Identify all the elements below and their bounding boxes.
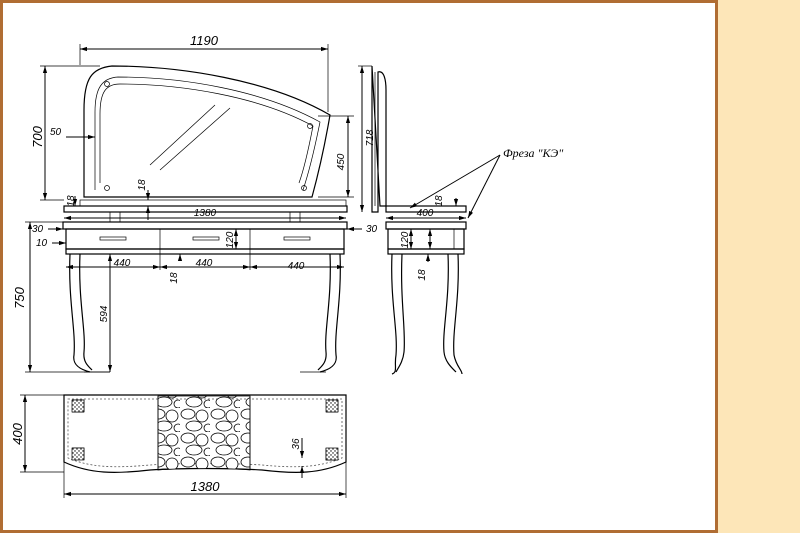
dimension-lines bbox=[20, 44, 501, 498]
dim-plan-inset: 36 bbox=[291, 438, 302, 450]
dim-side-mirror-height: 718 bbox=[365, 129, 376, 146]
dim-overall-width: 1190 bbox=[190, 33, 219, 48]
dim-drawer-offset: 10 bbox=[36, 238, 48, 249]
dim-top-offset-left: 30 bbox=[32, 224, 44, 235]
side-view bbox=[371, 65, 467, 375]
dimension-labels: 1190 700 50 450 18 18 1380 30 10 30 120 … bbox=[10, 33, 564, 494]
dim-drawer-width-3: 440 bbox=[288, 261, 305, 272]
dim-shelf-gap: 18 bbox=[137, 179, 148, 191]
dim-plan-depth: 400 bbox=[10, 422, 25, 444]
dim-drawer-height: 120 bbox=[225, 231, 236, 248]
dim-drawer-width-2: 440 bbox=[196, 258, 213, 269]
dim-plan-width: 1380 bbox=[191, 479, 221, 494]
dim-mirror-border: 50 bbox=[50, 127, 62, 138]
dim-mirror-height: 700 bbox=[30, 125, 45, 147]
stone-inlay bbox=[157, 395, 251, 471]
dim-side-drawer-height: 120 bbox=[400, 231, 411, 248]
dim-table-width: 1380 bbox=[194, 208, 217, 219]
dim-leg-height: 594 bbox=[99, 305, 110, 322]
dim-total-height: 750 bbox=[12, 286, 27, 308]
dim-drawer-width-1: 440 bbox=[114, 258, 131, 269]
dim-side-rail-thickness: 18 bbox=[417, 269, 428, 281]
plan-view bbox=[63, 394, 347, 473]
dim-depth: 400 bbox=[417, 208, 434, 219]
dim-rail-thickness: 18 bbox=[169, 272, 180, 284]
table-front-view bbox=[62, 221, 348, 373]
dim-side-shelf-thickness: 18 bbox=[434, 195, 445, 207]
router-note: Фреза "КЭ" bbox=[503, 146, 564, 160]
mirror-front-view bbox=[63, 65, 348, 223]
dim-top-offset-right: 30 bbox=[366, 224, 378, 235]
dim-mirror-glass-height: 450 bbox=[336, 153, 347, 170]
dim-shelf-thickness: 18 bbox=[66, 195, 77, 207]
